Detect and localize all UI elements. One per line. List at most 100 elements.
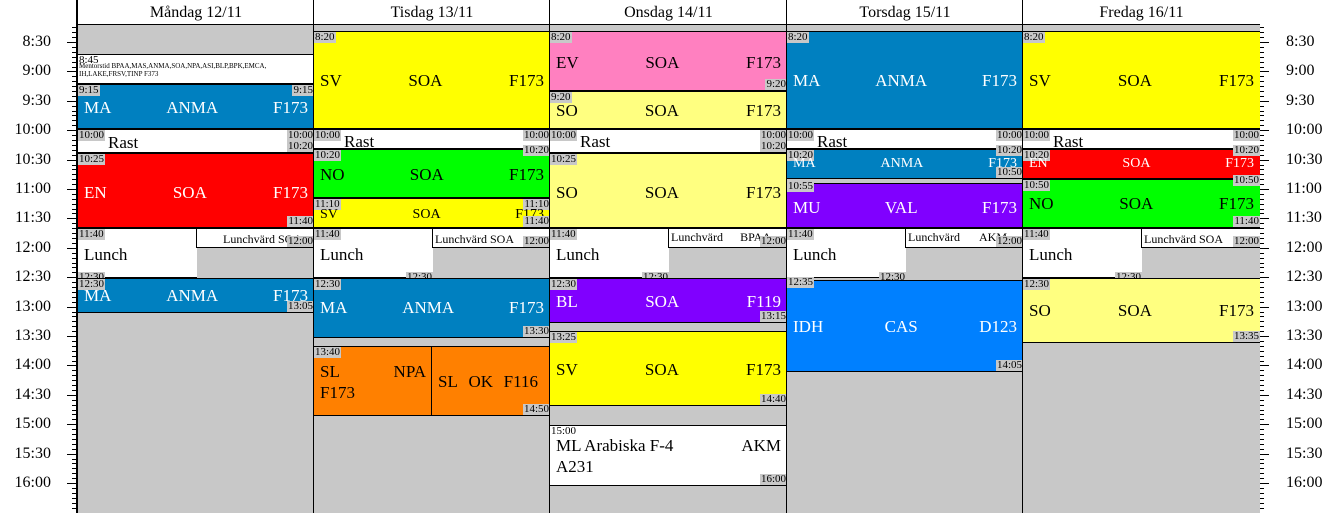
- lesson-no[interactable]: 10:50 10:50 NO SOA F173 11:40: [1023, 175, 1260, 228]
- lesson-sv[interactable]: 13:25 SV SOA F173 14:40: [550, 331, 787, 406]
- lesson-sv-2[interactable]: 11:10 11:10 SV SOA F173 11:40: [314, 198, 550, 228]
- lunch-host-block[interactable]: Lunchvärd AKM 12:00: [905, 228, 1023, 248]
- lunch-block[interactable]: 11:40 Lunch 12:30: [314, 228, 433, 283]
- lesson-ma-2[interactable]: 10:20 10:20 MA ANMA F173 10:50: [787, 145, 1023, 179]
- lesson-ma[interactable]: 8:20 MA ANMA F173: [787, 31, 1023, 129]
- lunch-host-block[interactable]: Lunchvärd SOA 12:00: [1141, 228, 1260, 248]
- subject: MA: [320, 298, 348, 317]
- subject: SL: [438, 372, 458, 391]
- day-column-thursday: Torsdag 15/11 8:20 MA ANMA F173 10:00 10…: [786, 0, 1023, 513]
- axis-tick: [72, 361, 77, 362]
- lesson-so-2[interactable]: 10:25 SO SOA F173: [550, 153, 787, 228]
- axis-tick: [1259, 135, 1264, 136]
- break-rast[interactable]: 10:00 10:00 Rast 10:20: [550, 129, 787, 153]
- axis-tick: [1259, 209, 1264, 210]
- axis-tick: [1259, 449, 1264, 450]
- axis-tick: [1259, 488, 1264, 489]
- rast-label: Rast: [344, 132, 375, 151]
- axis-tick: [1259, 429, 1264, 430]
- lesson-ev[interactable]: 8:20 EV SOA F173 9:20: [550, 31, 787, 91]
- axis-tick: [1259, 111, 1264, 112]
- end-time: 14:05: [995, 359, 1023, 371]
- lesson-en[interactable]: 10:25 EN SOA F173 11:40: [78, 153, 314, 228]
- lunch-block[interactable]: 11:40 Lunch 12:30: [1023, 228, 1142, 283]
- lesson-sl-ok[interactable]: SL OK F116 14:50: [431, 346, 550, 416]
- axis-tick: [67, 483, 77, 484]
- start-time: 10:00: [314, 129, 342, 141]
- lesson-sl-npa[interactable]: 13:40 SL NPA F173: [314, 346, 432, 416]
- axis-tick: [1259, 96, 1264, 97]
- lunch-host-block[interactable]: Lunchvärd SOA 12:00: [432, 228, 550, 248]
- room: F173: [746, 101, 781, 120]
- axis-tick: [72, 86, 77, 87]
- axis-tick: [1259, 351, 1264, 352]
- axis-tick: [72, 179, 77, 180]
- start-time: 10:20: [314, 149, 342, 161]
- subject: SO: [1029, 301, 1051, 320]
- axis-tick: [1259, 238, 1264, 239]
- axis-tick: [72, 444, 77, 445]
- start-time: 12:35: [787, 276, 815, 288]
- time-label: 10:30: [1286, 150, 1323, 168]
- lesson-ma-2[interactable]: 12:30 MA ANMA F173 13:05: [78, 278, 314, 313]
- teacher: SOA: [644, 101, 679, 120]
- axis-tick: [72, 297, 77, 298]
- lunch-block[interactable]: 11:40 Lunch 12:30: [550, 228, 669, 283]
- end-time: 12:30: [405, 271, 433, 283]
- axis-tick: [72, 62, 77, 63]
- axis-tick: [72, 429, 77, 430]
- lesson-so[interactable]: 12:30 SO SOA F173 13:35: [1023, 278, 1260, 343]
- lunch-host-label: Lunchvärd SOA: [223, 232, 302, 246]
- lunch-block[interactable]: 11:40 Lunch 12:30: [78, 228, 197, 283]
- axis-tick: [72, 223, 77, 224]
- break-rast[interactable]: 10:00 10:00 Rast 10:20: [78, 129, 314, 153]
- axis-tick: [1259, 473, 1264, 474]
- axis-tick: [1259, 71, 1269, 72]
- lunch-host-block[interactable]: Lunchvärd BPAA 12:00: [668, 228, 787, 248]
- time-label: 9:00: [22, 62, 51, 80]
- lesson-mentorstid[interactable]: 8:45 Mentorstid BPAA,MAS,ANMA,SOA,NPA,AS…: [78, 54, 314, 84]
- end-time: 14:50: [522, 403, 550, 415]
- lesson-so[interactable]: 9:20 SO SOA F173: [550, 91, 787, 129]
- room: F173: [509, 165, 544, 184]
- lunch-label: Lunch: [793, 245, 837, 264]
- subject: SV: [320, 71, 342, 90]
- axis-tick: [72, 238, 77, 239]
- axis-tick: [1259, 233, 1264, 234]
- axis-tick: [1259, 174, 1264, 175]
- subject: EN: [1029, 156, 1048, 171]
- lesson-ma[interactable]: 12:30 MA ANMA F173 13:30: [314, 278, 550, 338]
- axis-tick: [1259, 361, 1264, 362]
- start-time: 10:55: [787, 180, 815, 192]
- lesson-en[interactable]: 10:20 10:20 EN SOA F173: [1023, 145, 1260, 179]
- lunch-host-block[interactable]: Lunchvärd SOA 12:00: [196, 228, 314, 248]
- lesson-bl[interactable]: 12:30 BL SOA F119 13:15: [550, 278, 787, 323]
- teacher: SOA: [1122, 156, 1151, 171]
- day-header: Tisdag 13/11: [314, 0, 550, 25]
- end-time: 11:40: [523, 215, 550, 227]
- rast-label: Rast: [817, 132, 848, 151]
- lesson-idh[interactable]: 12:35 IDH CAS D123 14:05: [787, 276, 1023, 372]
- lesson-no[interactable]: 10:20 10:20 NO SOA F173: [314, 145, 550, 198]
- axis-tick: [72, 321, 77, 322]
- break-rast[interactable]: 10:00 10:00 Rast: [314, 129, 550, 151]
- lesson-ma[interactable]: 9:15 9:15 MA ANMA F173: [78, 84, 314, 129]
- room: A231: [556, 457, 594, 476]
- axis-tick: [72, 47, 77, 48]
- time-label: 15:30: [1286, 444, 1323, 462]
- subject: NO: [320, 165, 345, 184]
- day-column-wednesday: Onsdag 14/11 8:20 EV SOA F173 9:20 9:20 …: [549, 0, 787, 513]
- lesson-ml-arabiska[interactable]: 15:00 ML Arabiska F-4 AKM A231 16:00: [550, 425, 787, 486]
- time-label: 15:00: [1286, 415, 1323, 433]
- break-rast[interactable]: 10:00 10:00 Rast: [1023, 129, 1260, 151]
- axis-tick: [67, 277, 77, 278]
- axis-tick: [1259, 243, 1264, 244]
- lesson-mu[interactable]: 10:55 MU VAL F173: [787, 180, 1023, 228]
- axis-tick: [1259, 468, 1264, 469]
- lunch-block[interactable]: 11:40 Lunch 12:30: [787, 228, 906, 283]
- break-rast[interactable]: 10:00 10:00 Rast: [787, 129, 1023, 151]
- lesson-sv[interactable]: 8:20 SV SOA F173: [1023, 31, 1260, 129]
- start-time: 8:20: [314, 31, 336, 43]
- axis-tick: [72, 503, 77, 504]
- lesson-sv[interactable]: 8:20 SV SOA F173: [314, 31, 550, 129]
